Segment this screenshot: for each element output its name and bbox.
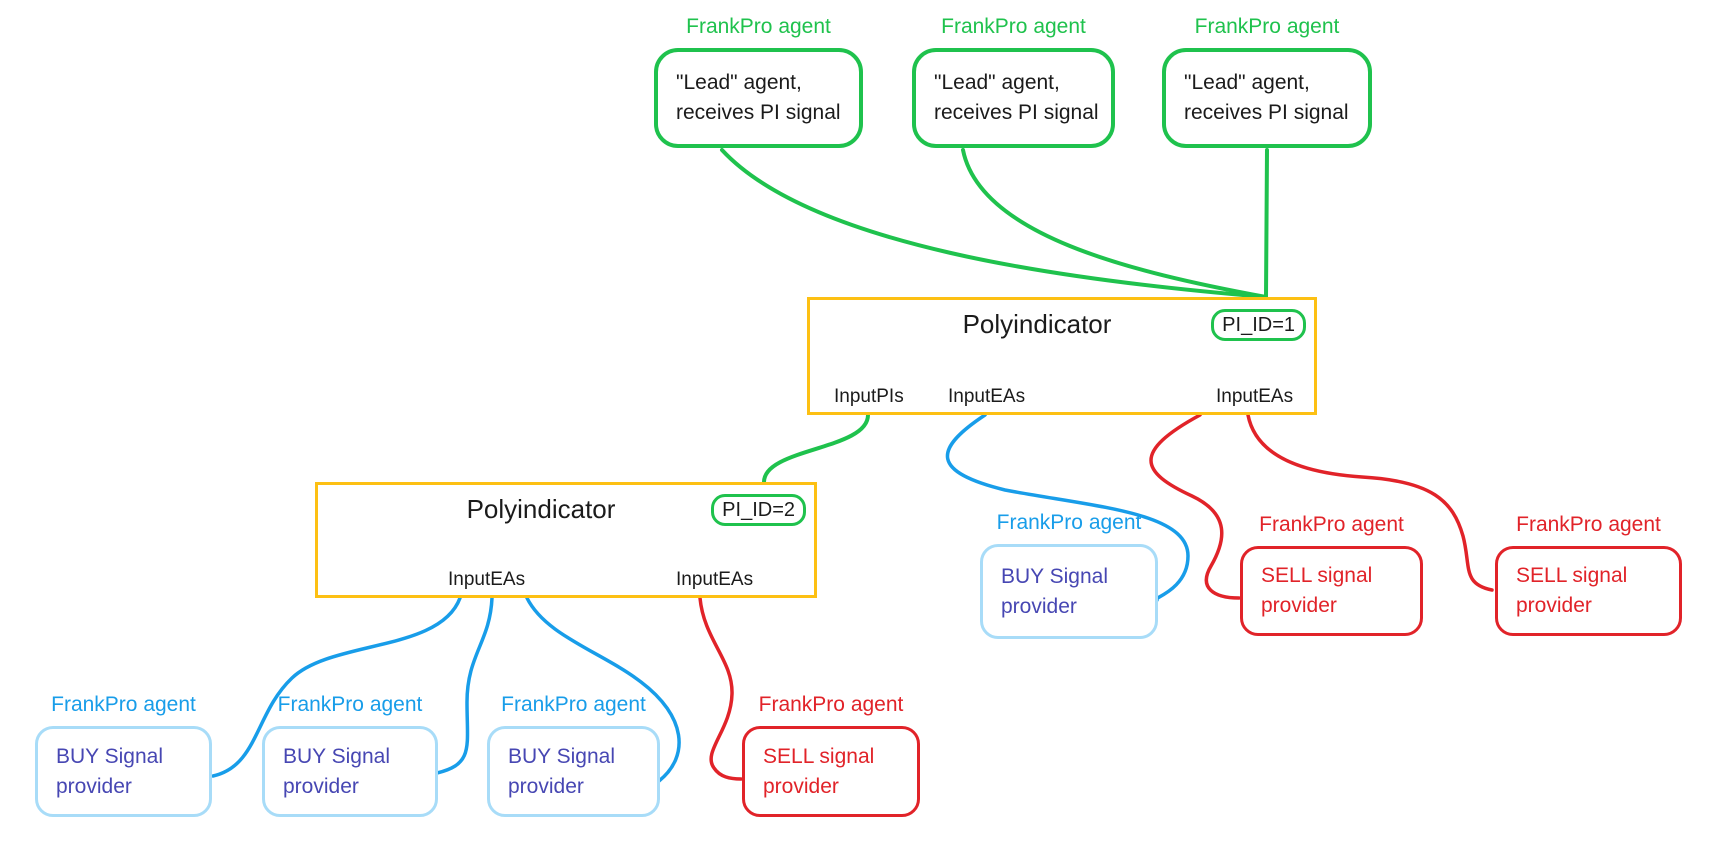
buy-agent-4-line1: BUY Signal (1001, 564, 1109, 588)
lead-agent-3-type-label: FrankPro agent (1194, 15, 1340, 38)
lead-agent-2: FrankPro agent "Lead" agent, receives PI… (912, 16, 1115, 148)
sell-agent-2-line2: provider (1261, 594, 1337, 617)
sell-agent-3-line1: SELL signal (1516, 564, 1628, 587)
lead-agent-1: FrankPro agent "Lead" agent, receives PI… (654, 16, 863, 148)
sell-agent-1-line2: provider (763, 774, 839, 798)
polyindicator-2-port-inputeas-2: InputEAs (676, 569, 754, 590)
buy-agent-3: FrankPro agent BUY Signal provider (487, 694, 660, 817)
connector-pi2-to-buy2 (435, 596, 494, 775)
connector-pi1-to-sell2 (1149, 413, 1241, 600)
buy-agent-3-line1: BUY Signal (508, 744, 616, 768)
connector-pi1-to-buy4 (945, 413, 1190, 602)
polyindicator-1-title: Polyindicator (962, 309, 1112, 339)
polyindicator-1-box: Polyindicator PI_ID=1 InputPIs InputEAs … (807, 297, 1317, 415)
sell-agent-1-line1: SELL signal (763, 744, 875, 768)
sell-agent-2: FrankPro agent SELL signal provider (1240, 514, 1423, 636)
pi-id-badge-2: PI_ID=2 (711, 494, 806, 526)
connector-lead2-to-pi1 (961, 148, 1268, 299)
buy-agent-4: FrankPro agent BUY Signal provider (980, 512, 1158, 639)
connector-pi2-to-sell1 (698, 596, 743, 781)
buy-agent-4-line2: provider (1001, 594, 1077, 618)
polyindicator-2-box: Polyindicator PI_ID=2 InputEAs InputEAs (315, 482, 817, 598)
buy-agent-2: FrankPro agent BUY Signal provider (262, 694, 438, 817)
sell-agent-3-box: SELL signal provider (1495, 546, 1682, 636)
buy-agent-2-type-label: FrankPro agent (277, 693, 423, 716)
buy-agent-2-box: BUY Signal provider (262, 726, 438, 817)
lead-agent-2-type-label: FrankPro agent (941, 15, 1086, 38)
connector-pi1-to-pi2 (762, 413, 870, 484)
connector-pi2-to-buy3 (525, 596, 681, 783)
sell-agent-2-line1: SELL signal (1261, 564, 1373, 587)
sell-agent-3-line2: provider (1516, 594, 1592, 617)
connector-lead1-to-pi1 (720, 148, 1268, 299)
lead-agent-1-type-label: FrankPro agent (686, 15, 831, 38)
sell-agent-2-type-label: FrankPro agent (1259, 513, 1404, 536)
buy-agent-1-line1: BUY Signal (56, 744, 164, 768)
lead-agent-3: FrankPro agent "Lead" agent, receives PI… (1162, 16, 1372, 148)
buy-agent-4-box: BUY Signal provider (980, 544, 1158, 639)
buy-agent-3-line2: provider (508, 774, 584, 798)
buy-agent-1-box: BUY Signal provider (35, 726, 212, 817)
sell-agent-1-box: SELL signal provider (742, 726, 920, 817)
buy-agent-1-line2: provider (56, 774, 132, 798)
polyindicator-2-title: Polyindicator (466, 494, 616, 524)
polyindicator-2-port-inputeas-1: InputEAs (448, 569, 526, 590)
buy-agent-2-line2: provider (283, 774, 359, 798)
lead-agent-2-line1: "Lead" agent, (934, 71, 1060, 94)
buy-agent-2-line1: BUY Signal (283, 744, 391, 768)
lead-agent-1-line1: "Lead" agent, (676, 71, 802, 94)
connector-lead3-to-pi1 (1264, 148, 1269, 299)
connector-pi1-to-sell3 (1246, 413, 1494, 592)
buy-agent-1: FrankPro agent BUY Signal provider (35, 694, 212, 817)
buy-agent-1-type-label: FrankPro agent (51, 693, 196, 716)
sell-agent-3-type-label: FrankPro agent (1516, 513, 1661, 536)
polyindicator-1-port-inputpis: InputPIs (834, 386, 904, 407)
sell-agent-1: FrankPro agent SELL signal provider (742, 694, 920, 817)
polyindicator-1-port-inputeas-2: InputEAs (1216, 386, 1294, 407)
lead-agent-3-line1: "Lead" agent, (1184, 71, 1310, 94)
buy-agent-4-type-label: FrankPro agent (996, 511, 1142, 534)
lead-agent-2-line2: receives PI signal (934, 101, 1099, 124)
buy-agent-3-type-label: FrankPro agent (501, 693, 646, 716)
lead-agent-1-box: "Lead" agent, receives PI signal (654, 48, 863, 148)
polyindicator-1-port-inputeas-1: InputEAs (948, 386, 1026, 407)
pi-id-badge-1: PI_ID=1 (1211, 309, 1306, 341)
lead-agent-1-line2: receives PI signal (676, 101, 841, 124)
sell-agent-1-type-label: FrankPro agent (758, 693, 904, 716)
sell-agent-3: FrankPro agent SELL signal provider (1495, 514, 1682, 636)
lead-agent-2-box: "Lead" agent, receives PI signal (912, 48, 1115, 148)
lead-agent-3-line2: receives PI signal (1184, 101, 1349, 124)
buy-agent-3-box: BUY Signal provider (487, 726, 660, 817)
connector-pi2-to-buy1 (211, 596, 462, 778)
lead-agent-3-box: "Lead" agent, receives PI signal (1162, 48, 1372, 148)
sell-agent-2-box: SELL signal provider (1240, 546, 1423, 636)
